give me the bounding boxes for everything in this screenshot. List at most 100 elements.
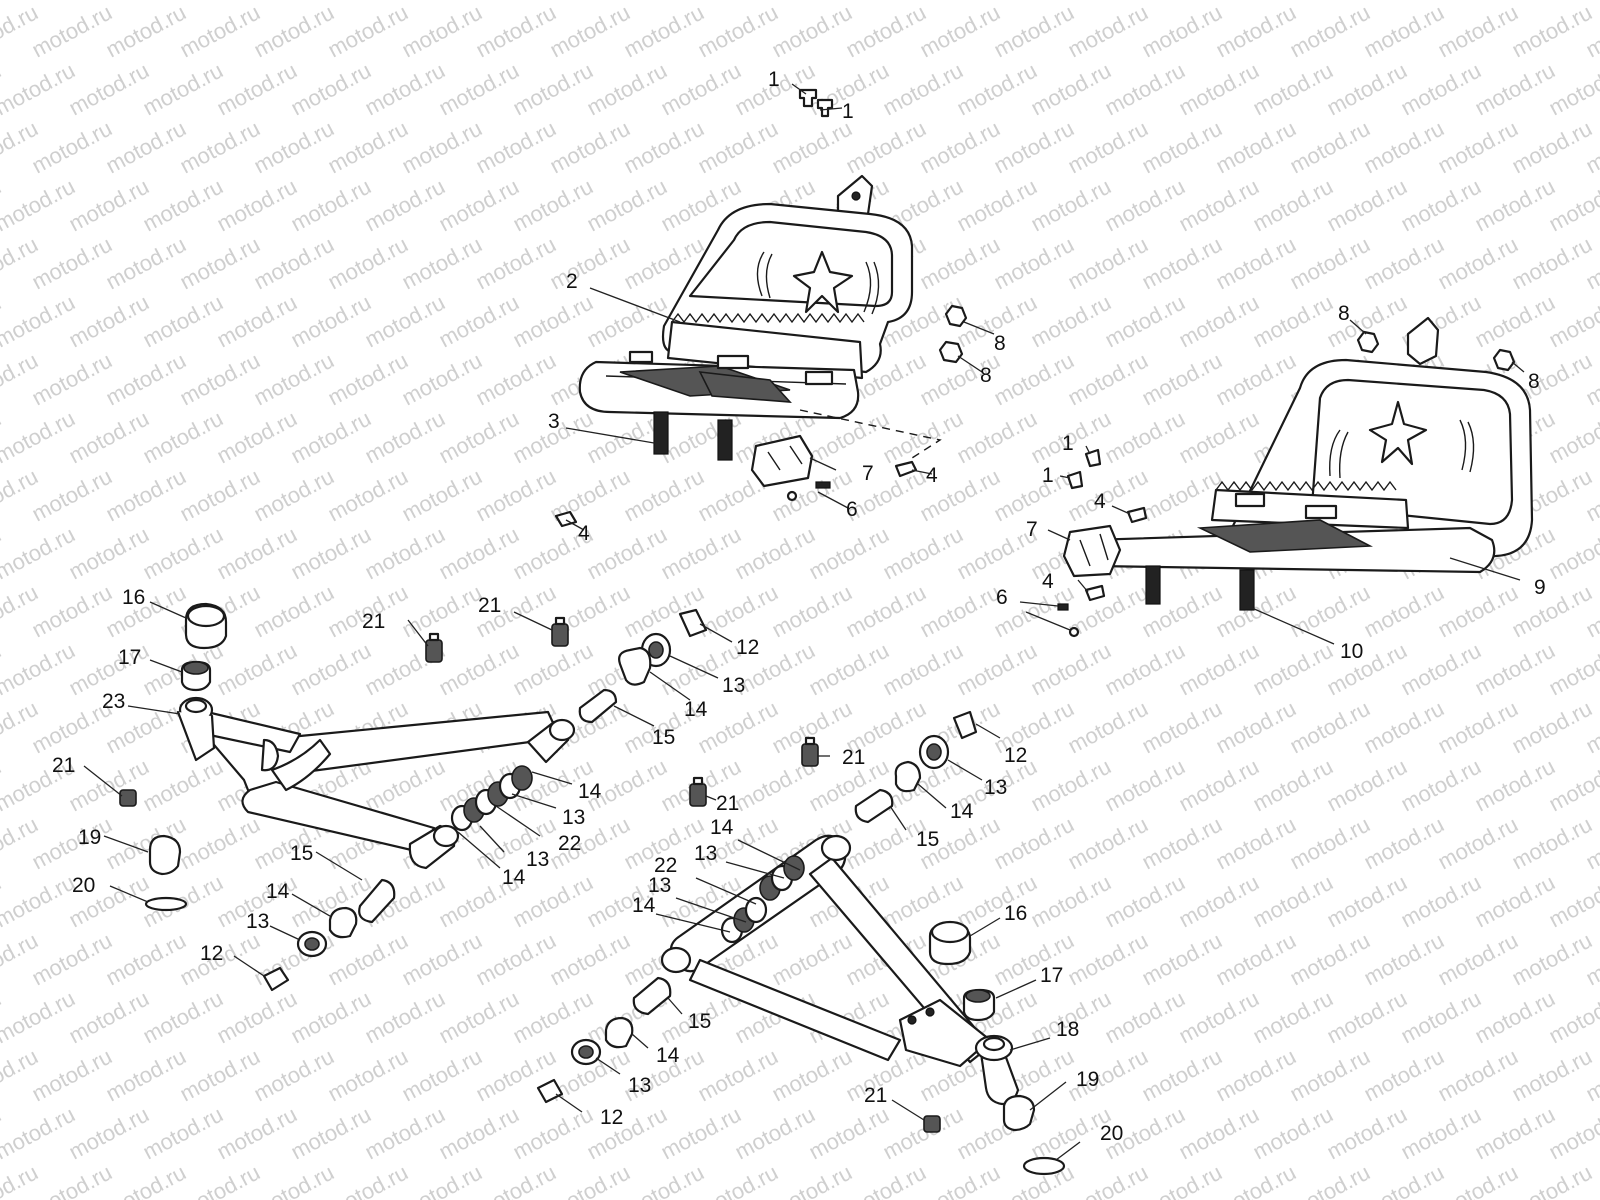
watermark-text: motod.ru xyxy=(509,290,597,353)
watermark-text: motod.ru xyxy=(1249,1102,1337,1165)
watermark-text: motod.ru xyxy=(361,406,449,469)
watermark-text: motod.ru xyxy=(102,232,190,295)
watermark-text: motod.ru xyxy=(546,0,634,62)
watermark-text: motod.ru xyxy=(1249,638,1337,701)
watermark-text: motod.ru xyxy=(28,0,116,62)
watermark-text: motod.ru xyxy=(0,406,79,469)
watermark-text: motod.ru xyxy=(324,116,412,179)
watermark-text: motod.ru xyxy=(1323,174,1411,237)
watermark-text: motod.ru xyxy=(1397,174,1485,237)
watermark-text: motod.ru xyxy=(953,638,1041,701)
watermark-text: motod.ru xyxy=(1434,580,1522,643)
watermark-text: motod.ru xyxy=(324,232,412,295)
callout: 6 xyxy=(996,586,1008,609)
watermark-text: motod.ru xyxy=(1101,638,1189,701)
callout: 17 xyxy=(1040,964,1063,987)
watermark-text: motod.ru xyxy=(990,696,1078,759)
callout: 15 xyxy=(652,726,675,749)
callout: 23 xyxy=(102,690,125,713)
callout: 21 xyxy=(842,746,865,769)
watermark-text: motod.ru xyxy=(0,58,79,121)
watermark-text: motod.ru xyxy=(1101,58,1189,121)
watermark-text: motod.ru xyxy=(1323,1102,1411,1165)
watermark-text: motod.ru xyxy=(1397,0,1485,4)
watermark-text: motod.ru xyxy=(213,638,301,701)
watermark-text: motod.ru xyxy=(1212,696,1300,759)
callout: 13 xyxy=(984,776,1007,799)
watermark-text: motod.ru xyxy=(953,0,1041,4)
callout: 1 xyxy=(768,68,780,91)
watermark-text: motod.ru xyxy=(472,116,560,179)
watermark-text: motod.ru xyxy=(1434,812,1522,875)
watermark-text: motod.ru xyxy=(1286,696,1374,759)
watermark-text: motod.ru xyxy=(1397,986,1485,1049)
callout: 12 xyxy=(200,942,223,965)
watermark-text: motod.ru xyxy=(1508,580,1596,643)
watermark-text: motod.ru xyxy=(842,580,930,643)
callout: 21 xyxy=(864,1084,887,1107)
watermark-text: motod.ru xyxy=(1323,638,1411,701)
watermark-text: motod.ru xyxy=(509,58,597,121)
watermark-text: motod.ru xyxy=(583,0,671,4)
watermark-text: motod.ru xyxy=(509,1102,597,1165)
watermark-text: motod.ru xyxy=(361,522,449,585)
watermark-text: motod.ru xyxy=(731,522,819,585)
callout: 8 xyxy=(980,364,992,387)
callout: 7 xyxy=(862,462,874,485)
watermark-text: motod.ru xyxy=(1212,232,1300,295)
callout: 14 xyxy=(710,816,734,839)
watermark-text: motod.ru xyxy=(1175,58,1263,121)
watermark-text: motod.ru xyxy=(324,1044,412,1107)
watermark-text: motod.ru xyxy=(1471,290,1559,353)
callout: 1 xyxy=(1042,464,1054,487)
watermark-text: motod.ru xyxy=(1212,0,1300,62)
watermark-text: motod.ru xyxy=(1545,406,1600,469)
watermark-text: motod.ru xyxy=(398,348,486,411)
watermark-text: motod.ru xyxy=(1434,116,1522,179)
watermark-text: motod.ru xyxy=(139,1102,227,1165)
watermark-text: motod.ru xyxy=(1323,0,1411,4)
watermark-text: motod.ru xyxy=(1027,870,1115,933)
watermark-text: motod.ru xyxy=(0,290,79,353)
watermark-text: motod.ru xyxy=(250,116,338,179)
watermark-text: motod.ru xyxy=(953,174,1041,237)
watermark-text: motod.ru xyxy=(1471,638,1559,701)
watermark-text: motod.ru xyxy=(1360,580,1448,643)
callout: 14 xyxy=(656,1044,680,1067)
callout: 8 xyxy=(1528,370,1540,393)
watermark-text: motod.ru xyxy=(28,348,116,411)
watermark-text: motod.ru xyxy=(102,464,190,527)
watermark-text: motod.ru xyxy=(139,754,227,817)
callout: 20 xyxy=(72,874,95,897)
watermark-text: motod.ru xyxy=(213,174,301,237)
watermark-text: motod.ru xyxy=(1027,174,1115,237)
watermark-text: motod.ru xyxy=(287,986,375,1049)
watermark-text: motod.ru xyxy=(28,580,116,643)
watermark-text: motod.ru xyxy=(694,116,782,179)
callout: 2 xyxy=(566,270,578,293)
callout: 21 xyxy=(52,754,75,777)
left-footrest-assembly xyxy=(578,174,942,488)
watermark-text: motod.ru xyxy=(1138,232,1226,295)
callout: 14 xyxy=(950,800,974,823)
callout: 10 xyxy=(1340,640,1363,663)
watermark-text: motod.ru xyxy=(65,174,153,237)
watermark-text: motod.ru xyxy=(1471,58,1559,121)
watermark-text: motod.ru xyxy=(102,0,190,62)
watermark-text: motod.ru xyxy=(398,0,486,62)
watermark-text: motod.ru xyxy=(1397,58,1485,121)
watermark-text: motod.ru xyxy=(1545,522,1600,585)
watermark-text: motod.ru xyxy=(1286,1044,1374,1107)
right-footrest-assembly xyxy=(1062,316,1534,611)
callout: 13 xyxy=(562,806,585,829)
watermark-text: motod.ru xyxy=(176,1044,264,1107)
watermark-text: motod.ru xyxy=(139,406,227,469)
watermark-text: motod.ru xyxy=(1286,580,1374,643)
watermark-text: motod.ru xyxy=(953,58,1041,121)
watermark-text: motod.ru xyxy=(102,348,190,411)
watermark-text: motod.ru xyxy=(768,1044,856,1107)
watermark-text: motod.ru xyxy=(0,1160,42,1200)
watermark-text: motod.ru xyxy=(1434,696,1522,759)
callout: 13 xyxy=(648,874,671,897)
callout: 1 xyxy=(842,100,854,123)
